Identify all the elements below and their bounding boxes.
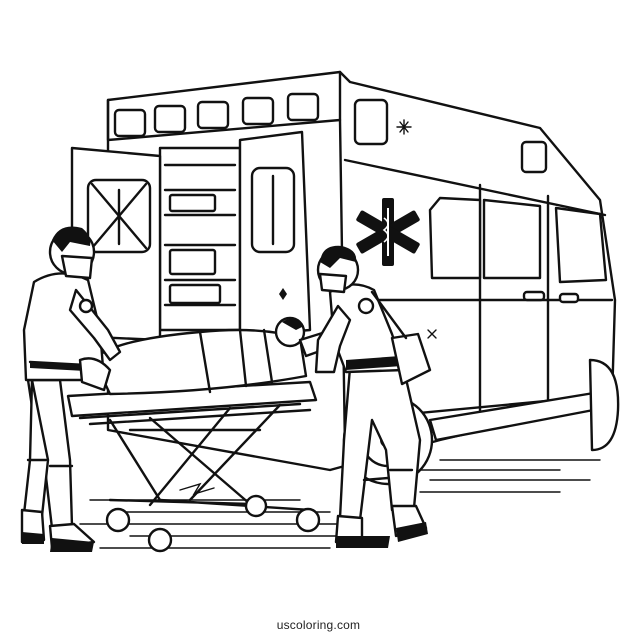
warning-lights <box>113 92 548 174</box>
paramedic-right <box>314 245 437 548</box>
face-mask <box>60 254 94 280</box>
stretcher <box>66 316 336 553</box>
door-handle <box>522 290 546 302</box>
site-credit: uscoloring.com <box>276 618 361 632</box>
star-of-life-emblem <box>356 198 420 266</box>
front-wheel <box>588 358 620 452</box>
paramedic-left <box>20 226 122 552</box>
ground-hatching <box>79 459 601 549</box>
left-rear-door <box>70 146 162 342</box>
stretcher-wheel <box>105 507 131 533</box>
side-windows <box>428 196 608 284</box>
medical-bag <box>390 332 432 386</box>
rear-compartment <box>158 146 242 332</box>
right-rear-door <box>238 130 312 338</box>
